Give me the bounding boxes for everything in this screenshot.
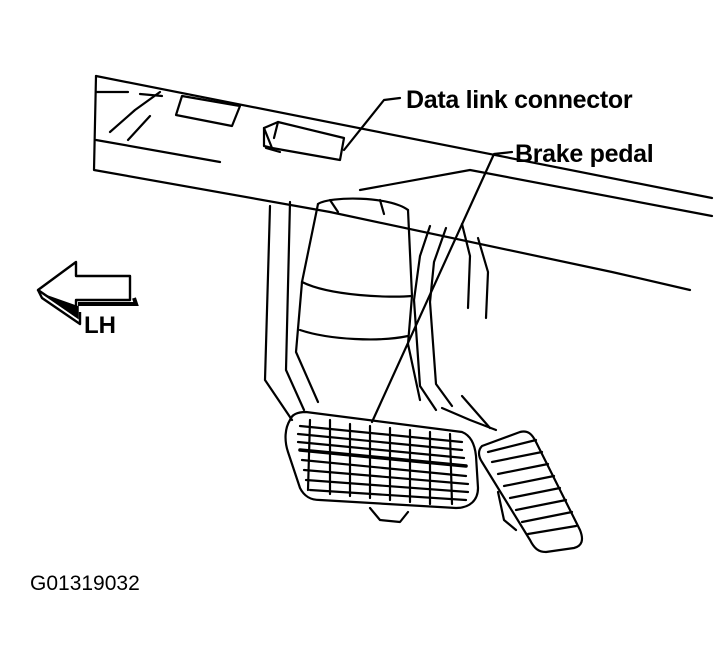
brake-pedal bbox=[284, 410, 480, 524]
dashboard-panel bbox=[92, 74, 714, 292]
figure-id: G01319032 bbox=[30, 572, 140, 595]
data-link-connector bbox=[262, 120, 346, 162]
label-data-link-connector: Data link connector bbox=[406, 86, 633, 114]
pedal-support-bracket bbox=[263, 197, 498, 432]
leader-line-brake-pedal bbox=[370, 150, 514, 424]
accelerator-pedal bbox=[477, 430, 584, 554]
leader-line-data-link-connector bbox=[342, 96, 402, 152]
direction-label: LH bbox=[84, 312, 116, 339]
arrow-left-icon bbox=[36, 260, 139, 326]
label-brake-pedal: Brake pedal bbox=[515, 140, 654, 168]
